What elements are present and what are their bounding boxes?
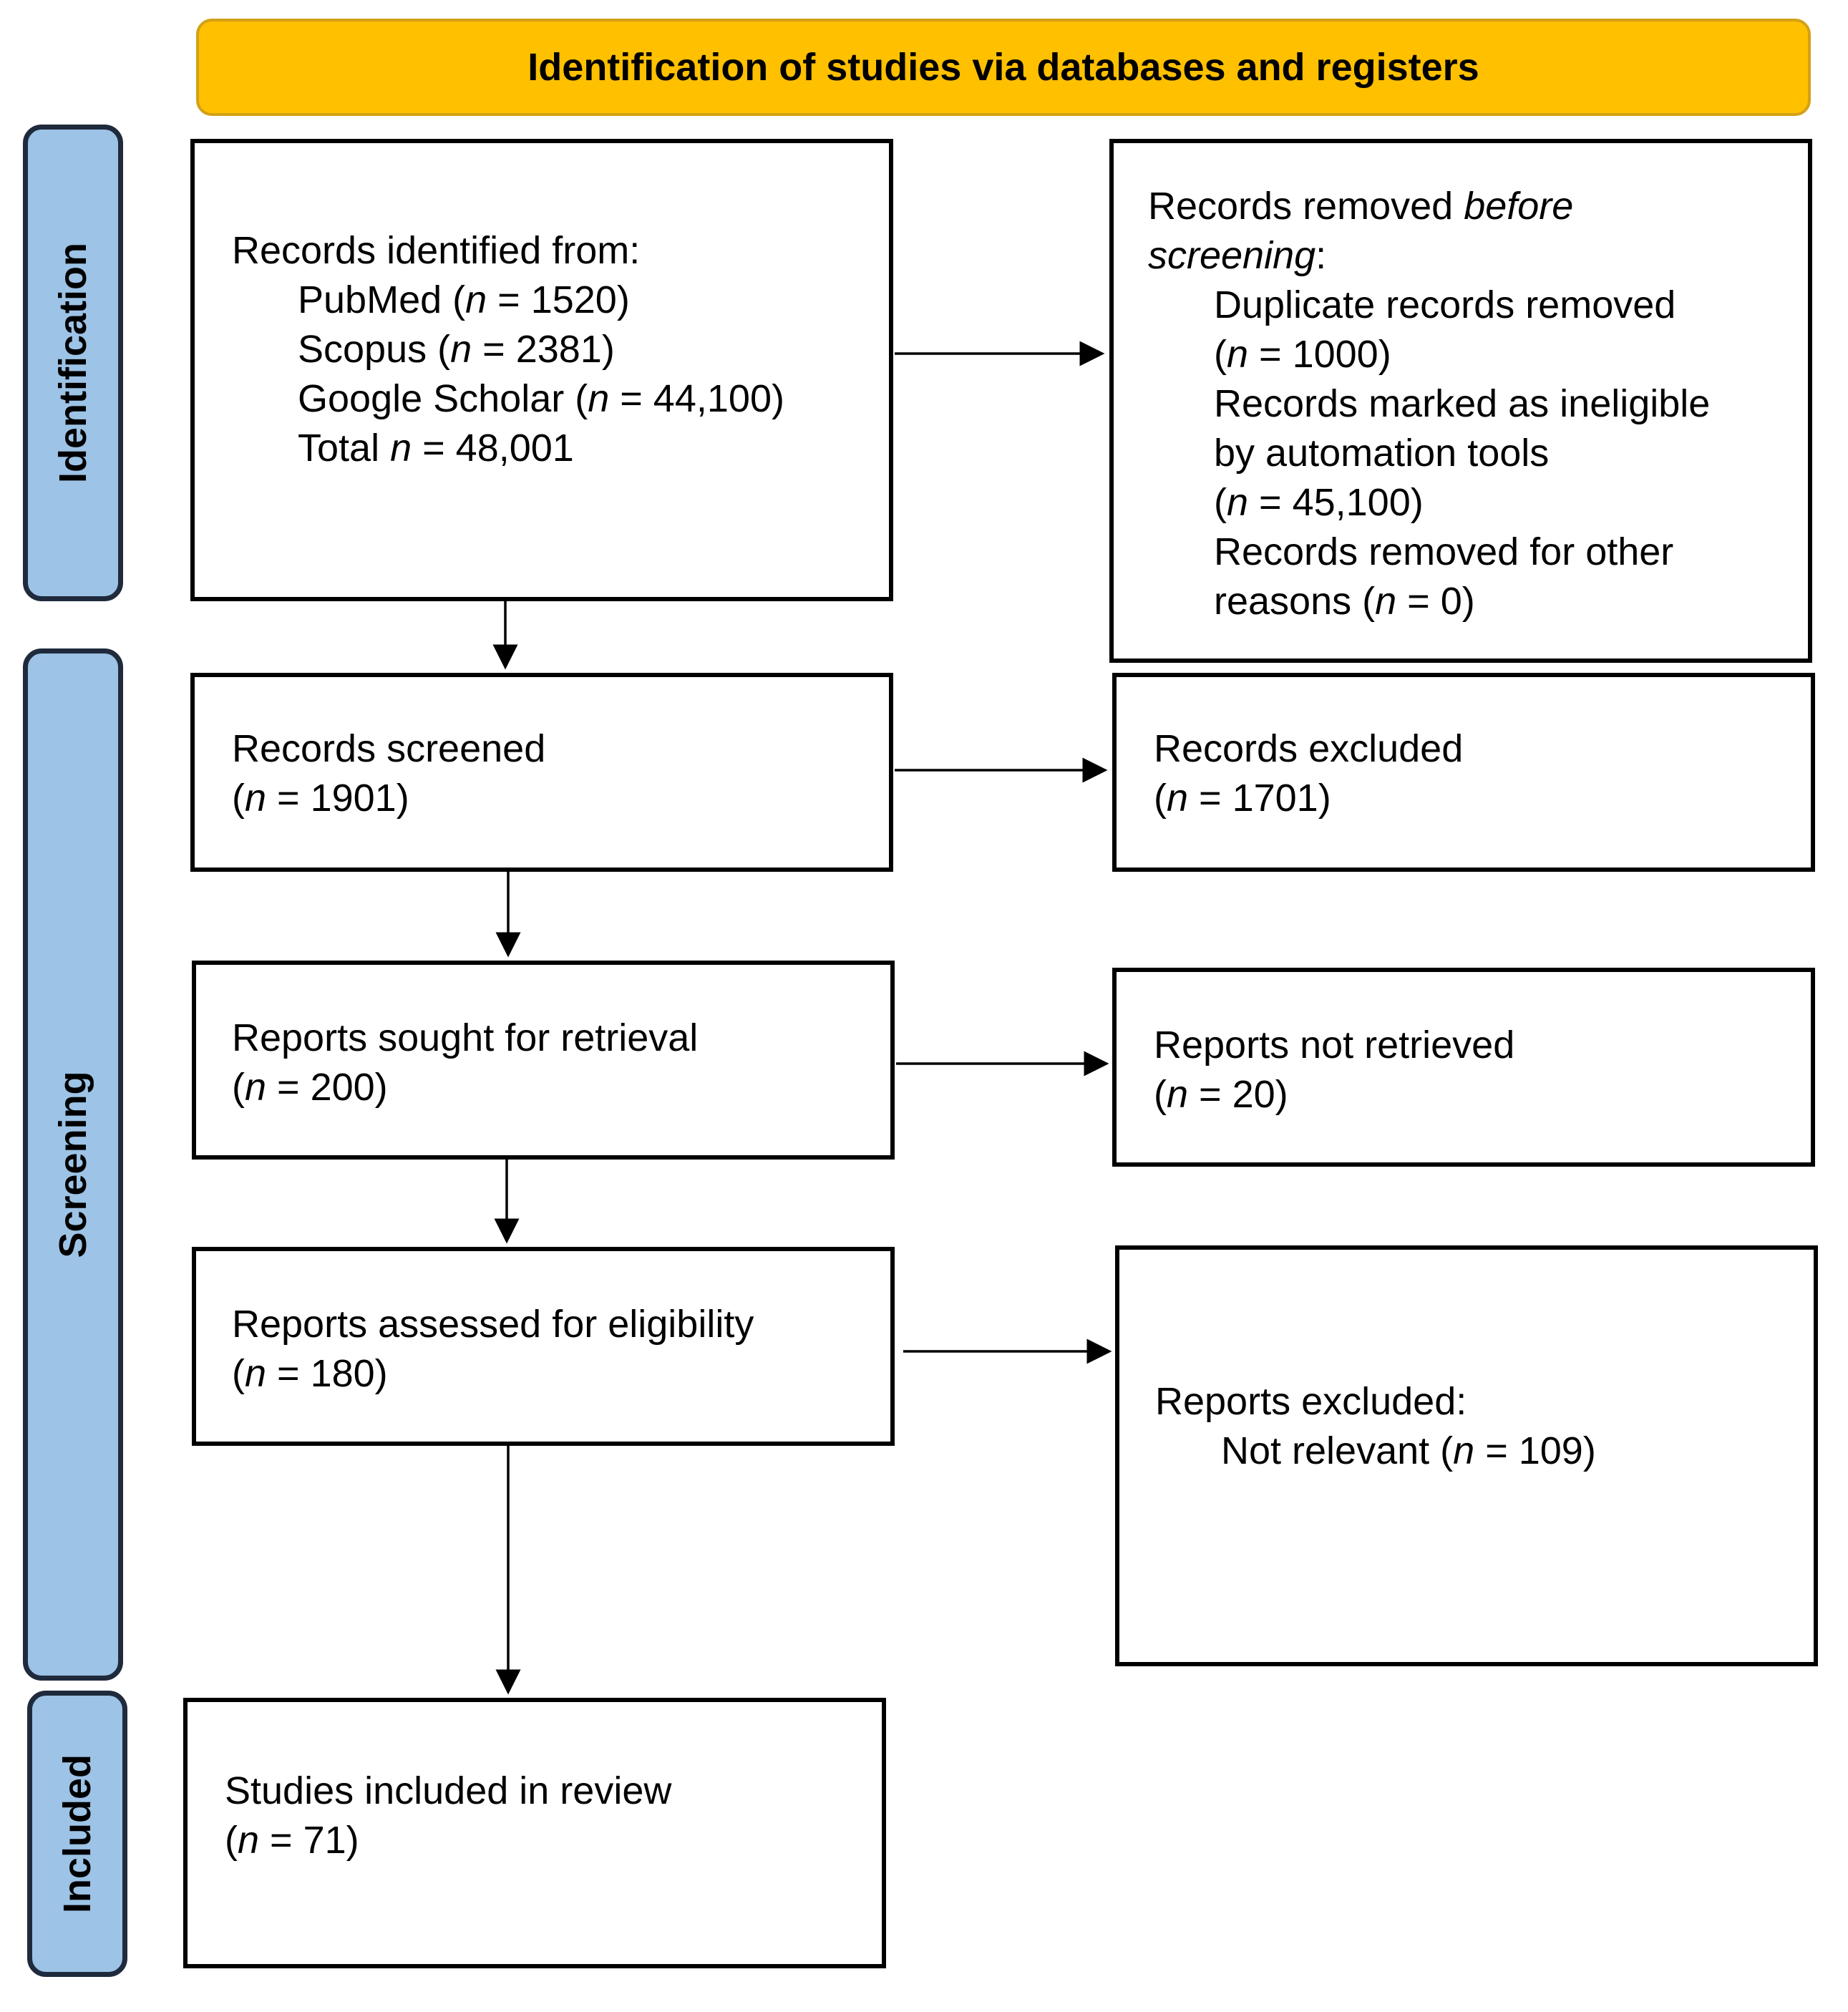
phase-screening: Screening — [23, 648, 123, 1681]
excluded-label: Records excluded — [1154, 727, 1464, 770]
reports-excluded-reason: Not relevant (n = 109) — [1221, 1429, 1596, 1472]
identified-heading: Records identified from: — [232, 229, 641, 272]
removed-automation-label-2: by automation tools — [1214, 432, 1550, 475]
reports-excluded-box: Reports excluded: Not relevant (n = 109) — [1115, 1245, 1818, 1666]
assessed-label: Reports assessed for eligibility — [232, 1303, 754, 1346]
reports-not-retrieved-box: Reports not retrieved (n = 20) — [1112, 968, 1815, 1167]
identified-scopus: Scopus (n = 2381) — [298, 328, 615, 371]
removed-other-count: reasons (n = 0) — [1214, 580, 1475, 623]
identified-total: Total n = 48,001 — [298, 427, 574, 470]
header-banner: Identification of studies via databases … — [196, 19, 1811, 116]
removed-automation-count: (n = 45,100) — [1214, 481, 1424, 524]
sought-label: Reports sought for retrieval — [232, 1016, 699, 1059]
identified-scholar: Google Scholar (n = 44,100) — [298, 377, 784, 420]
removed-heading-cont: screening: — [1148, 234, 1327, 277]
records-identified-box: Records identified from: PubMed (n = 152… — [190, 139, 893, 601]
identified-pubmed: PubMed (n = 1520) — [298, 278, 630, 321]
reports-sought-box: Reports sought for retrieval (n = 200) — [192, 961, 895, 1160]
removed-duplicates-label: Duplicate records removed — [1214, 283, 1676, 326]
not-retrieved-count: (n = 20) — [1154, 1073, 1288, 1116]
included-count: (n = 71) — [225, 1819, 359, 1862]
reports-excluded-heading: Reports excluded: — [1155, 1380, 1467, 1423]
records-screened-box: Records screened (n = 1901) — [190, 673, 893, 872]
records-removed-box: Records removed before screening: Duplic… — [1109, 139, 1812, 663]
phase-included-label: Included — [56, 1754, 99, 1914]
header-title: Identification of studies via databases … — [527, 46, 1479, 89]
not-retrieved-label: Reports not retrieved — [1154, 1024, 1515, 1066]
removed-heading: Records removed before — [1148, 185, 1574, 228]
removed-duplicates-count: (n = 1000) — [1214, 333, 1391, 376]
removed-other-label: Records removed for other — [1214, 530, 1674, 573]
excluded-count: (n = 1701) — [1154, 777, 1331, 820]
screened-label: Records screened — [232, 727, 546, 770]
removed-automation-label-1: Records marked as ineligible — [1214, 382, 1711, 425]
studies-included-box: Studies included in review (n = 71) — [183, 1698, 886, 1968]
sought-count: (n = 200) — [232, 1066, 388, 1109]
screened-count: (n = 1901) — [232, 777, 409, 820]
phase-included: Included — [27, 1691, 127, 1977]
reports-assessed-box: Reports assessed for eligibility (n = 18… — [192, 1247, 895, 1446]
records-excluded-box: Records excluded (n = 1701) — [1112, 673, 1815, 872]
phase-identification-label: Identification — [52, 243, 94, 483]
assessed-count: (n = 180) — [232, 1352, 388, 1395]
included-label: Studies included in review — [225, 1769, 672, 1812]
phase-identification: Identification — [23, 125, 123, 601]
phase-screening-label: Screening — [52, 1071, 94, 1258]
